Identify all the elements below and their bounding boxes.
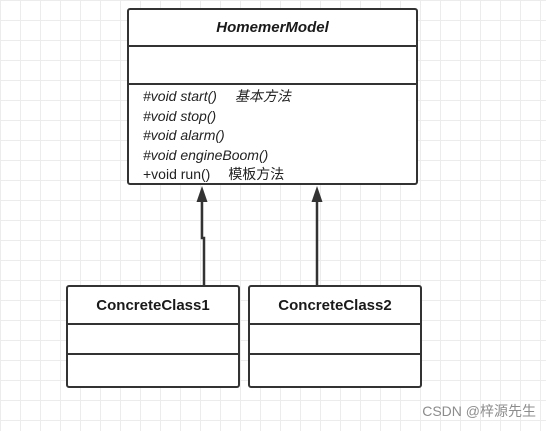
operation-engine-boom: #void engineBoom() <box>143 146 416 166</box>
watermark-text: CSDN @梓源先生 <box>422 403 536 419</box>
operation-start: #void start() 基本方法 <box>143 87 416 107</box>
class-name-compartment: HomemerModel <box>129 10 416 47</box>
attributes-compartment <box>129 47 416 85</box>
operation-signature: #void alarm() <box>143 127 225 143</box>
class-name-compartment: ConcreteClass1 <box>68 287 238 325</box>
concrete-class-2[interactable]: ConcreteClass2 <box>248 285 422 388</box>
operation-alarm: #void alarm() <box>143 126 416 146</box>
operation-signature: #void engineBoom() <box>143 146 269 163</box>
operation-stop: #void stop() <box>143 107 416 127</box>
operation-signature: #void stop() <box>143 107 217 124</box>
abstract-class-homemermodel[interactable]: HomemerModel #void start() 基本方法 #void sto… <box>127 8 418 185</box>
operation-signature: #void start() <box>143 88 217 104</box>
class-name-compartment: ConcreteClass2 <box>250 287 420 325</box>
attributes-compartment <box>68 325 238 355</box>
operation-signature: +void run() <box>143 166 211 182</box>
operation-note-basic-method: 基本方法 <box>234 88 291 104</box>
inheritance-arrowhead-1 <box>196 186 208 202</box>
concrete-class-2-name: ConcreteClass2 <box>278 296 392 314</box>
operations-compartment <box>68 355 238 386</box>
attributes-compartment <box>250 325 420 355</box>
operations-compartment <box>250 355 420 386</box>
operation-run: +void run() 模板方法 <box>143 165 416 183</box>
abstract-class-name: HomemerModel <box>216 19 329 36</box>
inheritance-arrowhead-2 <box>311 186 323 202</box>
concrete-class-1[interactable]: ConcreteClass1 <box>66 285 240 388</box>
operation-note-template-method: 模板方法 <box>228 166 285 182</box>
operations-compartment: #void start() 基本方法 #void stop() #void ala… <box>129 85 416 183</box>
concrete-class-1-name: ConcreteClass1 <box>96 296 210 314</box>
inheritance-edge-concreteclass1[interactable] <box>200 201 206 285</box>
